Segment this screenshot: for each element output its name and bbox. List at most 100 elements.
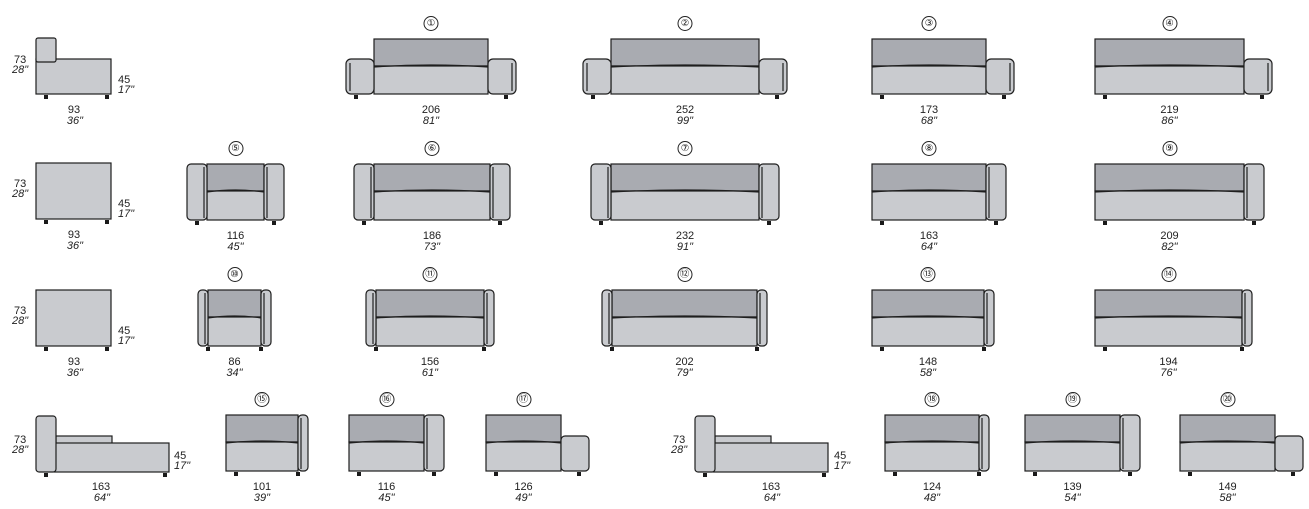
sofa-module-11 <box>365 289 495 351</box>
backrest <box>694 415 716 473</box>
left-arm <box>590 163 612 221</box>
seat-cushion <box>375 316 485 347</box>
side-view-chaise <box>694 415 829 477</box>
left-arm <box>345 58 375 95</box>
width-cm-label: 116 <box>377 481 396 493</box>
sofa-module-1 <box>345 38 517 99</box>
sofa-foot <box>982 347 986 351</box>
sofa-foot <box>234 472 238 476</box>
width-cm-label: 194 <box>1159 356 1178 368</box>
height-in-label: 28" <box>12 64 29 76</box>
right-arm <box>985 163 1007 221</box>
left-arm <box>197 289 209 347</box>
left-arm <box>601 289 613 347</box>
sofa-foot <box>893 472 897 476</box>
module-number-4: ④ <box>1162 16 1177 31</box>
width-in-label: 82" <box>1161 241 1178 253</box>
seat-line <box>348 440 425 444</box>
back-cushion <box>871 163 987 192</box>
back-cushion <box>1094 289 1243 318</box>
sofa-module-13 <box>871 289 995 351</box>
height-cm-label: 73 <box>14 305 27 317</box>
depth-in-label: 36" <box>66 367 84 379</box>
seat-cushion <box>348 441 425 472</box>
back-cushion <box>1094 163 1245 192</box>
sofa-foot <box>822 473 826 477</box>
width-in-label: 58" <box>919 367 937 379</box>
width-cm-label: 148 <box>918 356 938 368</box>
seat-cushion <box>611 316 758 347</box>
seat-height-in-label: 17" <box>118 208 135 220</box>
sofa-module-4 <box>1094 38 1273 99</box>
seat-cushion <box>1094 65 1245 95</box>
seat-line <box>485 440 562 444</box>
sofa-module-6 <box>353 163 511 225</box>
seat-cushion <box>206 190 265 221</box>
module-number-8: ⑧ <box>921 141 937 156</box>
module-number-14: ⑭ <box>1161 267 1176 282</box>
seat-line <box>1179 440 1276 444</box>
right-arm <box>263 163 285 221</box>
depth-in-label: 36" <box>66 240 84 252</box>
sofa-foot <box>44 95 48 99</box>
back-cushion <box>348 414 425 443</box>
sofa-foot <box>880 347 884 351</box>
seat-height-cm-label: 45 <box>118 198 131 210</box>
seat-height-cm-label: 45 <box>834 450 847 462</box>
seat-line <box>1094 64 1245 68</box>
sofa-foot <box>977 472 981 476</box>
width-cm-label: 206 <box>421 104 441 116</box>
depth-in-label: 64" <box>763 492 781 504</box>
back-cushion <box>206 163 265 192</box>
width-cm-label: 202 <box>675 356 694 368</box>
height-cm-label: 73 <box>14 434 27 446</box>
depth-cm-label: 93 <box>67 356 81 368</box>
seat-line <box>373 189 491 193</box>
width-cm-label: 173 <box>919 104 939 116</box>
width-cm-label: 86 <box>228 356 241 368</box>
seat-cushion <box>373 190 491 221</box>
width-in-label: 86" <box>1161 115 1178 127</box>
back-cushion <box>871 289 985 318</box>
right-arm <box>260 289 272 347</box>
seat-height-in-label: 17" <box>118 335 135 347</box>
height-in-label: 28" <box>12 188 29 200</box>
seat-line <box>373 64 489 68</box>
sofa-foot <box>577 472 581 476</box>
sofa-foot <box>1002 95 1006 99</box>
chaise-seat <box>712 442 829 473</box>
module-number-15: ⑮ <box>254 392 270 407</box>
width-in-label: 45" <box>227 241 244 253</box>
sofa-foot <box>498 221 502 225</box>
sofa-foot <box>767 221 771 225</box>
sofa-foot <box>206 347 210 351</box>
module-number-12: ⑫ <box>677 267 692 282</box>
sofa-module-14 <box>1094 289 1253 351</box>
sofa-module-3 <box>871 38 1015 99</box>
width-in-label: 54" <box>1064 492 1081 504</box>
right-arm <box>978 414 990 472</box>
width-cm-label: 186 <box>422 230 442 242</box>
back-cushion <box>610 163 760 192</box>
sofa-module-10 <box>197 289 272 351</box>
width-in-label: 81" <box>422 115 440 127</box>
sofa-foot <box>1033 472 1037 476</box>
module-number-13: ⑬ <box>920 267 936 282</box>
seat-cushion <box>871 190 987 221</box>
seat-cushion <box>871 316 985 347</box>
module-number-18: ⑱ <box>924 392 940 407</box>
left-arm <box>582 58 612 95</box>
right-arm <box>758 58 788 95</box>
width-in-label: 79" <box>676 367 693 379</box>
module-number-20: ⑳ <box>1220 392 1235 407</box>
seat-cushion <box>207 316 262 347</box>
right-arm <box>758 163 780 221</box>
sofa-foot <box>591 95 595 99</box>
side-view-standard <box>35 162 112 224</box>
sofa-module-12 <box>601 289 768 351</box>
sofa-module-19 <box>1024 414 1141 476</box>
sofa-foot <box>610 347 614 351</box>
sofa-foot <box>703 473 707 477</box>
module-number-10: ⑩ <box>227 267 242 282</box>
seat-cushion <box>610 190 760 221</box>
